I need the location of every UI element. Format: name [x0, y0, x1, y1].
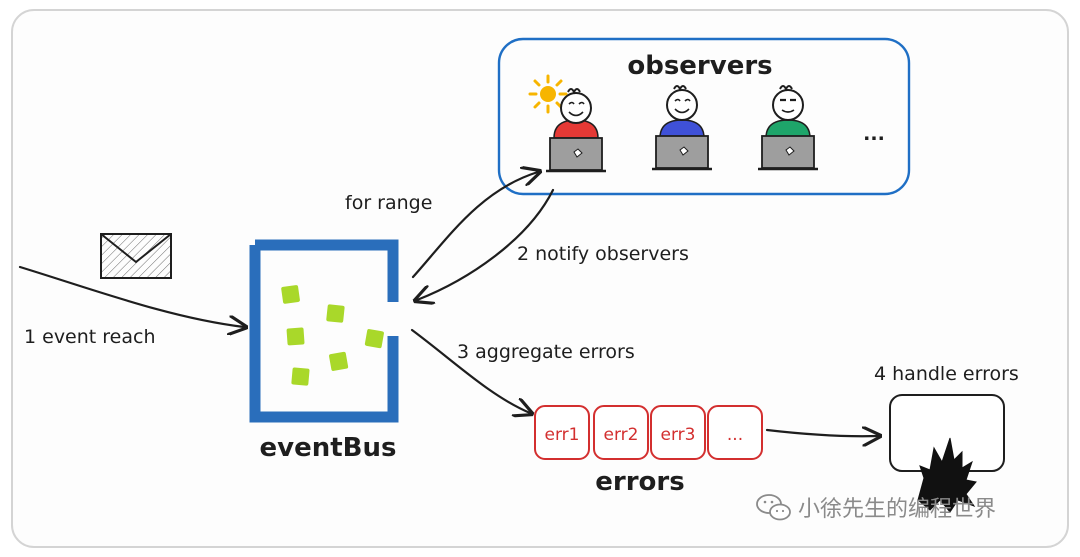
error-label: err1: [545, 425, 580, 445]
step-1-label: 1 event reach: [24, 326, 156, 348]
arrow-event-reach: [18, 265, 244, 327]
step-2-label: 2 notify observers: [517, 243, 689, 265]
observers-more: ...: [863, 123, 885, 145]
error-box: ...: [707, 405, 763, 460]
arrow-for-range: [411, 172, 538, 279]
arrow-aggregate-errors: [410, 328, 530, 413]
error-box: err1: [534, 405, 590, 460]
error-box: err3: [650, 405, 706, 460]
event-bus-container: [249, 239, 399, 423]
error-handler: [889, 394, 1005, 513]
arrow-notify-observers: [417, 188, 555, 300]
sun-icon: [528, 74, 568, 114]
wechat-icon: [756, 494, 791, 521]
watermark-text: 小徐先生的编程世界: [798, 497, 996, 522]
observer-person-icon: [765, 85, 811, 139]
error-label: ...: [727, 425, 743, 445]
envelope-icon: [100, 233, 172, 279]
error-label: err2: [604, 425, 639, 445]
for-range-label: for range: [345, 192, 432, 214]
event-cubes: [281, 285, 384, 386]
errors-label: errors: [595, 467, 684, 497]
observer-person-icon: [659, 85, 705, 139]
laptop-icon: [652, 135, 712, 171]
observers-box: [497, 37, 911, 196]
watermark: 小徐先生的编程世界: [756, 494, 996, 522]
observers-title: observers: [627, 51, 772, 81]
arrow-handle-errors: [765, 430, 878, 436]
error-label: err3: [661, 425, 696, 445]
event-bus-label: eventBus: [260, 433, 397, 463]
arrows: [18, 172, 878, 436]
laptop-icon: [758, 135, 818, 171]
step-3-label: 3 aggregate errors: [457, 341, 635, 363]
observer-person-icon: [553, 88, 599, 139]
errors-list: err1 err2 err3 ...: [534, 405, 763, 460]
laptop-icon: [546, 137, 606, 173]
step-4-label: 4 handle errors: [874, 363, 1019, 385]
observers-group: observers: [497, 37, 911, 196]
error-box: err2: [593, 405, 649, 460]
ink-splash-icon: [917, 437, 977, 513]
